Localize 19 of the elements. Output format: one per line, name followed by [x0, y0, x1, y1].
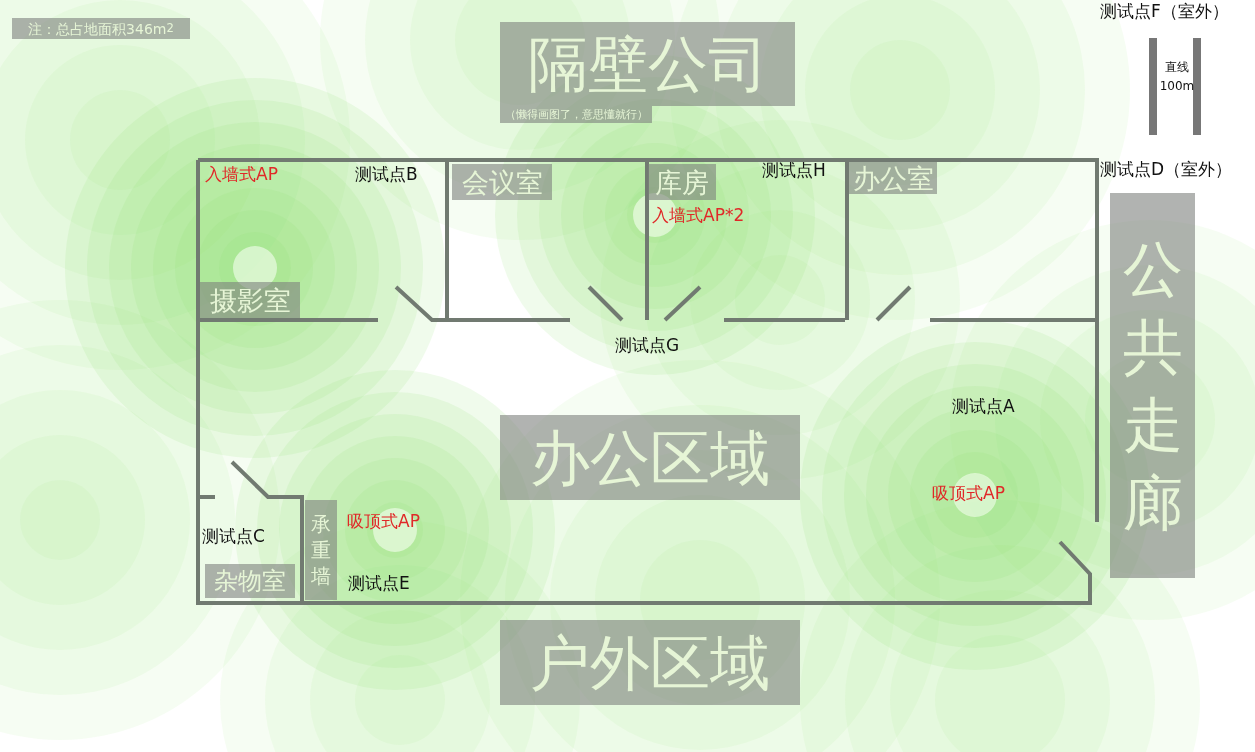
test-point-label: 测试点A [952, 397, 1015, 416]
area-label: 公共走廊 [1110, 193, 1195, 578]
room-label: 会议室 [452, 164, 552, 200]
area-label: 户外区域 [500, 620, 800, 705]
test-point-label: 测试点G [615, 336, 680, 355]
test-point-label: 测试点H [762, 161, 826, 180]
room-label: 摄影室 [200, 282, 300, 318]
area-label: 办公区域 [500, 415, 800, 500]
wall-label: 承重墙 [305, 500, 337, 600]
access-point-label: 吸顶式AP [932, 484, 1005, 503]
test-point-label: 测试点F（室外） [1100, 2, 1229, 21]
room-label: 库房 [648, 164, 716, 200]
note-label: （懒得画图了，意思懂就行） [500, 106, 652, 123]
access-point-label: 入墙式AP [205, 165, 278, 184]
test-point-label: 测试点D（室外） [1100, 160, 1233, 179]
room-label: 杂物室 [205, 564, 295, 598]
area-label: 隔壁公司 [500, 22, 795, 106]
test-point-label: 测试点C [202, 527, 265, 546]
room-label: 办公室 [849, 162, 937, 194]
